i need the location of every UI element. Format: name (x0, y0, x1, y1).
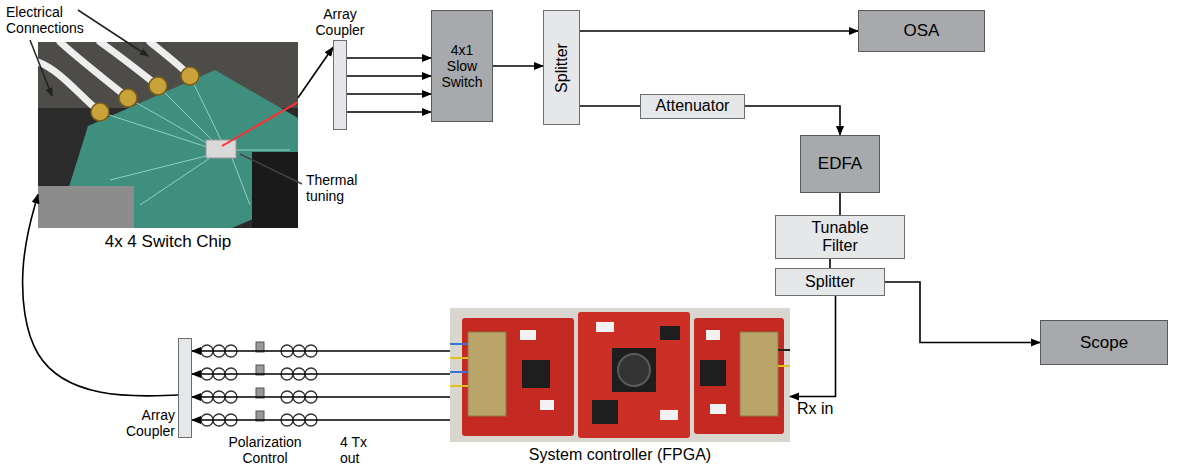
filter-box: Tunable Filter (775, 215, 905, 259)
fiber-link (745, 106, 840, 135)
fiber-link (885, 282, 1040, 343)
annotation-label: Polarization Control (212, 434, 318, 466)
chip-photo-node: 4x 4 Switch Chip (38, 42, 298, 228)
caption-text: System controller (FPGA) (529, 446, 711, 464)
fiber-link (192, 373, 450, 375)
fiber-link (580, 30, 858, 32)
box-label: EDFA (818, 154, 862, 174)
annotation-label: 4 Tx out (340, 434, 380, 466)
leader-line (30, 10, 302, 184)
fiber-link (192, 396, 450, 398)
fiber-link (347, 111, 431, 113)
instrument-box: OSA (858, 10, 985, 52)
fiber-link (493, 65, 543, 67)
array-coupler: Array Coupler (333, 40, 347, 130)
fiber-link (580, 105, 640, 107)
splitter-box: Splitter (543, 10, 580, 125)
box-label: Tunable Filter (803, 219, 878, 256)
fpga-photo-node: System controller (FPGA) (450, 308, 790, 442)
fiber-link (23, 195, 178, 396)
array-coupler: Array Coupler (178, 338, 192, 438)
fiber-link (829, 259, 831, 268)
fiber-link (347, 93, 431, 95)
box-label: Splitter (552, 43, 570, 93)
caption-text: 4x 4 Switch Chip (105, 232, 232, 252)
polarization-controllers (201, 345, 317, 426)
annotation-label: Electrical Connections (6, 4, 98, 36)
caption-text: Array Coupler (310, 6, 370, 38)
fiber-link (298, 47, 333, 98)
box-label: Splitter (805, 273, 855, 291)
switch-box: 4x1 Slow Switch (431, 10, 493, 122)
box-label: Scope (1080, 333, 1128, 353)
box-label: 4x1 Slow Switch (437, 42, 487, 90)
box-label: OSA (904, 21, 940, 41)
attenuator-box: Attenuator (640, 94, 745, 119)
annotation-label: Thermal tuning (306, 172, 368, 204)
fiber-link (192, 419, 450, 421)
fiber-link (347, 57, 431, 59)
fiber-link (192, 350, 450, 352)
caption-text: Array Coupler (115, 407, 175, 439)
box-label: Attenuator (656, 97, 730, 115)
fiber-link (790, 296, 836, 396)
fpga-photo (450, 308, 790, 442)
fiber-link (839, 193, 841, 215)
annotation-label: Rx in (797, 400, 833, 418)
splitter-box: Splitter (775, 268, 885, 296)
polarization-paddle (256, 342, 264, 421)
amplifier-box: EDFA (800, 135, 880, 193)
chip-photo (38, 42, 298, 228)
fiber-link (347, 75, 431, 77)
instrument-box: Scope (1040, 320, 1168, 365)
